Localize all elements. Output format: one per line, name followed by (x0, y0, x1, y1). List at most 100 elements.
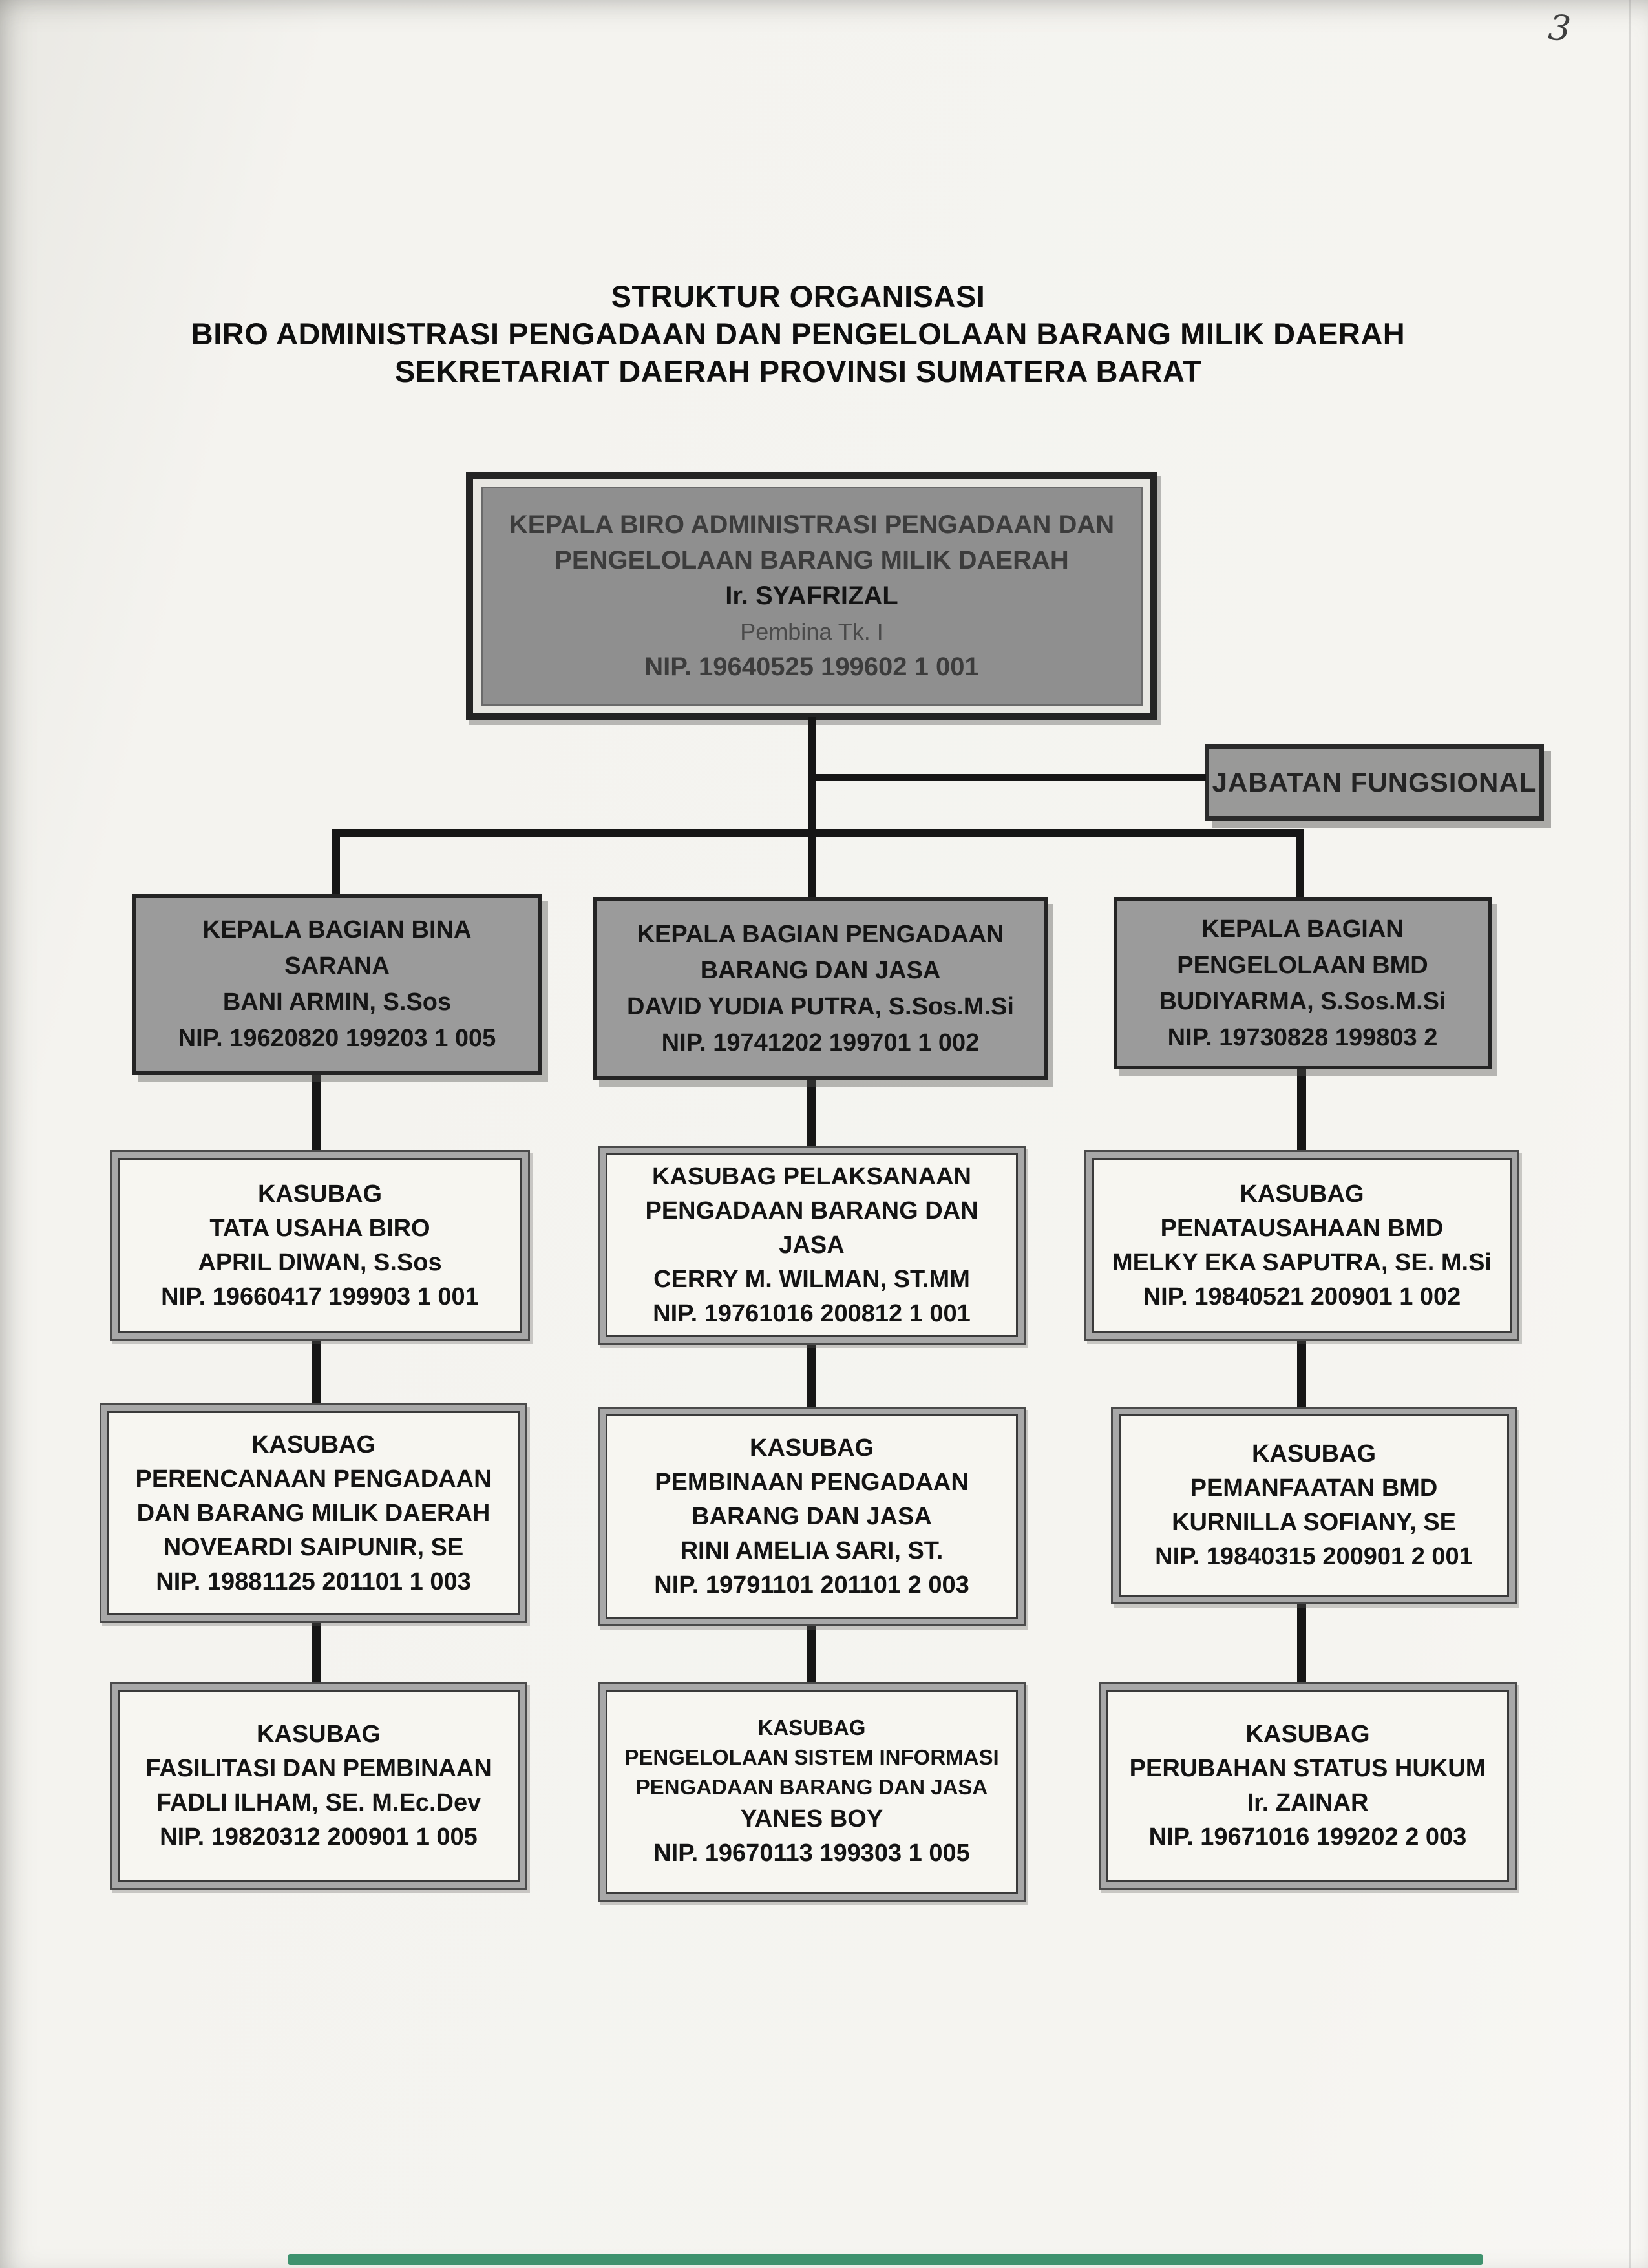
text-line: NOVEARDI SAIPUNIR, SE (163, 1533, 464, 1561)
text-line: NIP. 19761016 200812 1 001 (653, 1299, 971, 1327)
box-content: KASUBAG FASILITASI DAN PEMBINAAN FADLI ILH… (118, 1690, 520, 1882)
text-line: KASUBAG (757, 1716, 866, 1739)
box-content: KASUBAG PERENCANAAN PENGADAAN DAN BARANG M… (107, 1411, 520, 1615)
connector-line (1296, 829, 1304, 899)
text-line: NIP. 19670113 199303 1 005 (653, 1840, 970, 1867)
box-kasubag-sistem-informasi: KASUBAG PENGELOLAAN SISTEM INFORMASI PENGA… (598, 1682, 1026, 1902)
text-line: FASILITASI DAN PEMBINAAN (145, 1755, 492, 1782)
text-line: BARANG DAN JASA (692, 1502, 932, 1530)
box-kepala-biro-content: KEPALA BIRO ADMINISTRASI PENGADAAN DAN PE… (481, 487, 1143, 706)
text-line: PEMBINAAN PENGADAAN (655, 1468, 969, 1496)
text-line: NIP. 19620820 199203 1 005 (178, 1025, 496, 1052)
text-line: NIP. 19660417 199903 1 001 (161, 1283, 479, 1310)
document-title: STRUKTUR ORGANISASI BIRO ADMINISTRASI PE… (0, 278, 1596, 390)
text-line: KASUBAG (257, 1180, 383, 1208)
text-line: NIP. 19791101 201101 2 003 (654, 1571, 969, 1599)
scan-artifact-green-strip (288, 2254, 1483, 2265)
connector-line (807, 1624, 816, 1685)
text-line: PENGADAAN BARANG DAN JASA (645, 1197, 978, 1259)
connector-line (332, 829, 340, 896)
box-content: KASUBAG PENATAUSAHAAN BMD MELKY EKA SAPUTR… (1092, 1158, 1512, 1333)
text-line: Ir. SYAFRIZAL (725, 582, 898, 610)
connector-line (312, 1071, 321, 1153)
title-line-1: STRUKTUR ORGANISASI (611, 279, 986, 313)
box-content: KASUBAG PEMBINAAN PENGADAAN BARANG DAN JAS… (606, 1414, 1018, 1619)
connector-line (808, 829, 816, 899)
text-line: PERUBAHAN STATUS HUKUM (1129, 1755, 1486, 1782)
title-line-2: BIRO ADMINISTRASI PENGADAAN DAN PENGELOL… (191, 317, 1406, 351)
text-line: FADLI ILHAM, SE. M.Ec.Dev (156, 1789, 481, 1816)
connector-line (1297, 1338, 1306, 1409)
text-line: KASUBAG PELAKSANAAN (651, 1162, 972, 1190)
text-line: Ir. ZAINAR (1247, 1789, 1369, 1816)
text-line: KEPALA BAGIAN (1201, 915, 1404, 943)
text-line: PERENCANAAN PENGADAAN (135, 1465, 492, 1493)
text-line: PENGADAAN BARANG DAN JASA (635, 1775, 988, 1799)
box-content: KASUBAG PENGELOLAAN SISTEM INFORMASI PENGA… (606, 1690, 1018, 1894)
text-line: PEMANFAATAN BMD (1190, 1475, 1438, 1502)
text-line: CERRY M. WILMAN, ST.MM (653, 1265, 970, 1293)
text-line: SARANA (284, 952, 390, 980)
connector-line (812, 774, 1206, 781)
connector-line (335, 829, 1304, 837)
text-line: TATA USAHA BIRO (209, 1214, 430, 1242)
box-kasubag-fasilitasi-pembinaan: KASUBAG FASILITASI DAN PEMBINAAN FADLI ILH… (110, 1682, 527, 1890)
connector-line (1297, 1602, 1306, 1685)
text-line: PENGELOLAAN BARANG MILIK DAERAH (555, 546, 1069, 574)
text-line: NIP. 19840315 200901 2 001 (1155, 1543, 1473, 1570)
text-line: BUDIYARMA, S.Sos.M.Si (1159, 987, 1446, 1015)
text-line: KASUBAG (256, 1721, 381, 1748)
text-line: NIP. 19820312 200901 1 005 (160, 1823, 478, 1851)
text-line: RINI AMELIA SARI, ST. (680, 1537, 944, 1564)
text-line: NIP. 19671016 199202 2 003 (1148, 1823, 1467, 1851)
text-line: MELKY EKA SAPUTRA, SE. M.Si (1112, 1248, 1492, 1276)
text-line: NIP. 19881125 201101 1 003 (156, 1568, 471, 1595)
connector-line (312, 1338, 321, 1406)
box-kasubag-pelaksanaan-pengadaan: KASUBAG PELAKSANAAN PENGADAAN BARANG DAN … (598, 1146, 1026, 1345)
box-kasubag-pembinaan-pengadaan: KASUBAG PEMBINAAN PENGADAAN BARANG DAN JAS… (598, 1407, 1026, 1626)
box-jabatan-fungsional: JABATAN FUNGSIONAL (1205, 744, 1544, 821)
text-line: KASUBAG (1240, 1180, 1364, 1208)
box-kepala-bagian-pengelolaan-bmd: KEPALA BAGIAN PENGELOLAAN BMD BUDIYARMA, S… (1114, 897, 1492, 1069)
box-content: KASUBAG PERUBAHAN STATUS HUKUM Ir. ZAINAR N… (1106, 1690, 1509, 1882)
text-line: KASUBAG (1245, 1721, 1370, 1748)
title-line-3: SEKRETARIAT DAERAH PROVINSI SUMATERA BAR… (394, 354, 1202, 388)
text-line: KASUBAG (1251, 1440, 1377, 1467)
text-line: BARANG DAN JASA (700, 956, 941, 984)
text-line: Pembina Tk. I (740, 618, 883, 645)
box-kepala-bagian-pengadaan: KEPALA BAGIAN PENGADAAN BARANG DAN JASA DA… (593, 897, 1048, 1080)
box-content: KASUBAG PEMANFAATAN BMD KURNILLA SOFIANY, … (1119, 1414, 1509, 1597)
text-line: KEPALA BIRO ADMINISTRASI PENGADAAN DAN (509, 510, 1115, 539)
handwritten-page-number: 3 (1547, 6, 1573, 50)
text-line: APRIL DIWAN, S.Sos (198, 1248, 442, 1276)
text-line: KEPALA BAGIAN BINA (202, 916, 472, 943)
text-line: PENGELOLAAN SISTEM INFORMASI (624, 1745, 999, 1769)
box-kasubag-perubahan-status-hukum: KASUBAG PERUBAHAN STATUS HUKUM Ir. ZAINAR N… (1099, 1682, 1517, 1890)
box-content: KASUBAG TATA USAHA BIRO APRIL DIWAN, S.Sos… (118, 1158, 522, 1333)
text-line: KASUBAG (749, 1434, 874, 1462)
scan-artifact-line (1629, 0, 1631, 2268)
text-line: KASUBAG (251, 1431, 376, 1458)
box-kasubag-perencanaan-pengadaan: KASUBAG PERENCANAAN PENGADAAN DAN BARANG M… (100, 1403, 527, 1623)
text-line: KEPALA BAGIAN PENGADAAN (637, 920, 1004, 948)
connector-line (807, 1076, 816, 1148)
text-line: YANES BOY (740, 1805, 883, 1832)
connector-line (807, 1341, 816, 1409)
text-line: DAVID YUDIA PUTRA, S.Sos.M.Si (627, 992, 1014, 1020)
box-kasubag-tata-usaha: KASUBAG TATA USAHA BIRO APRIL DIWAN, S.Sos… (110, 1150, 530, 1341)
text-line: NIP. 19640525 199602 1 001 (644, 653, 979, 681)
box-kepala-biro: KEPALA BIRO ADMINISTRASI PENGADAAN DAN PE… (466, 472, 1157, 720)
text-line: BANI ARMIN, S.Sos (222, 989, 452, 1016)
connector-line (312, 1621, 321, 1685)
text-line: NIP. 19741202 199701 1 002 (661, 1029, 980, 1056)
text-line: PENGELOLAAN BMD (1177, 951, 1428, 979)
text-line: DAN BARANG MILIK DAERAH (136, 1499, 491, 1527)
box-kasubag-pemanfaatan-bmd: KASUBAG PEMANFAATAN BMD KURNILLA SOFIANY, … (1111, 1407, 1517, 1604)
box-kepala-bagian-bina-sarana: KEPALA BAGIAN BINA SARANA BANI ARMIN, S.So… (132, 894, 542, 1075)
connector-line (1297, 1066, 1306, 1153)
text-line: PENATAUSAHAAN BMD (1160, 1214, 1444, 1242)
box-kasubag-penatausahaan-bmd: KASUBAG PENATAUSAHAAN BMD MELKY EKA SAPUTR… (1084, 1150, 1519, 1341)
text-line: NIP. 19840521 200901 1 002 (1143, 1283, 1461, 1310)
text-line: KURNILLA SOFIANY, SE (1172, 1509, 1456, 1536)
